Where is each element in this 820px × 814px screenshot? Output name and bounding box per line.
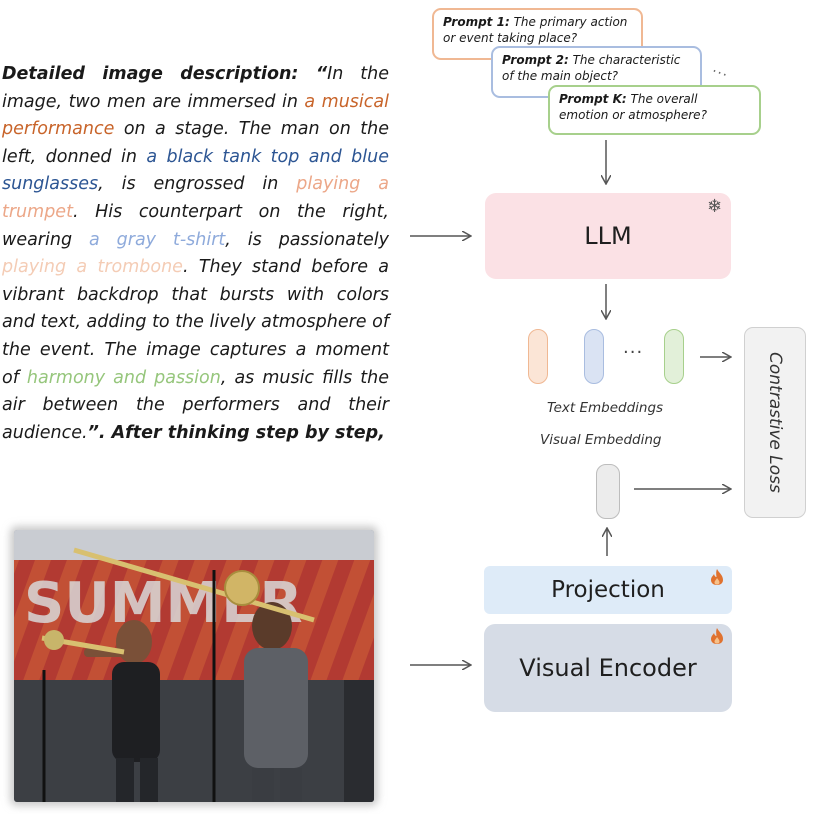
description-segment: on a stage. The man on the left, donned …	[2, 119, 389, 167]
text-embedding-1	[528, 329, 548, 384]
text-embedding-k	[664, 329, 684, 384]
prompt-label: Prompt 2:	[502, 53, 569, 67]
description-segment: , as music fills the air between the per…	[2, 367, 389, 443]
llm-label: LLM	[584, 222, 632, 250]
text-embedding-2	[584, 329, 604, 384]
description-segment: . His counterpart on the right, wearing	[2, 201, 389, 250]
description-segment: , is passionately	[225, 229, 389, 250]
projection-label: Projection	[551, 577, 665, 603]
description-segment: . They stand before a vibrant backdrop t…	[2, 257, 389, 388]
description-segment: In the image, two men are immersed in	[2, 64, 389, 112]
contrastive-loss-block: Contrastive Loss	[744, 327, 806, 518]
description-segment: , is engrossed in	[98, 174, 297, 195]
prompt-k-bubble: Prompt K: The overall emotion or atmosph…	[548, 85, 761, 135]
snowflake-icon: ❄	[707, 196, 723, 217]
description-tail: ”. After thinking step by step,	[87, 422, 385, 443]
fire-icon	[711, 628, 723, 644]
prompt-text: The primary action or event taking place…	[443, 15, 628, 45]
prompt-label: Prompt 1:	[443, 15, 510, 29]
text-embeddings-label: Text Embeddings	[547, 400, 664, 416]
fire-icon	[711, 569, 723, 585]
description-highlight-harmony: harmony and passion	[26, 367, 221, 388]
image-description: Detailed image description: “In the imag…	[2, 61, 389, 447]
embedding-ellipsis: ···	[623, 342, 644, 363]
description-highlight-trombone: playing a trombone	[2, 257, 183, 278]
visual-embedding	[596, 464, 620, 519]
prompt-text: The characteristic of the main object?	[502, 53, 681, 83]
visual-encoder-block: Visual Encoder	[484, 624, 732, 712]
description-highlight-trumpet: playing a trumpet	[2, 174, 389, 222]
visual-encoder-label: Visual Encoder	[519, 654, 697, 682]
performance-photo: SUMMER	[14, 530, 374, 802]
projection-block: Projection	[484, 566, 732, 614]
prompt-text: The overall emotion or atmosphere?	[559, 92, 707, 122]
llm-block: LLM	[485, 193, 731, 279]
contrastive-loss-label: Contrastive Loss	[765, 352, 785, 493]
description-highlight-tank-top: a black tank top and blue sunglasses	[2, 146, 389, 195]
description-highlight-performance: a musical performance	[2, 91, 389, 140]
description-lead: Detailed image description: “	[2, 64, 328, 84]
description-highlight-tshirt: a gray t-shirt	[89, 229, 226, 250]
visual-embedding-label: Visual Embedding	[540, 432, 662, 448]
prompt-label: Prompt K:	[559, 92, 627, 106]
